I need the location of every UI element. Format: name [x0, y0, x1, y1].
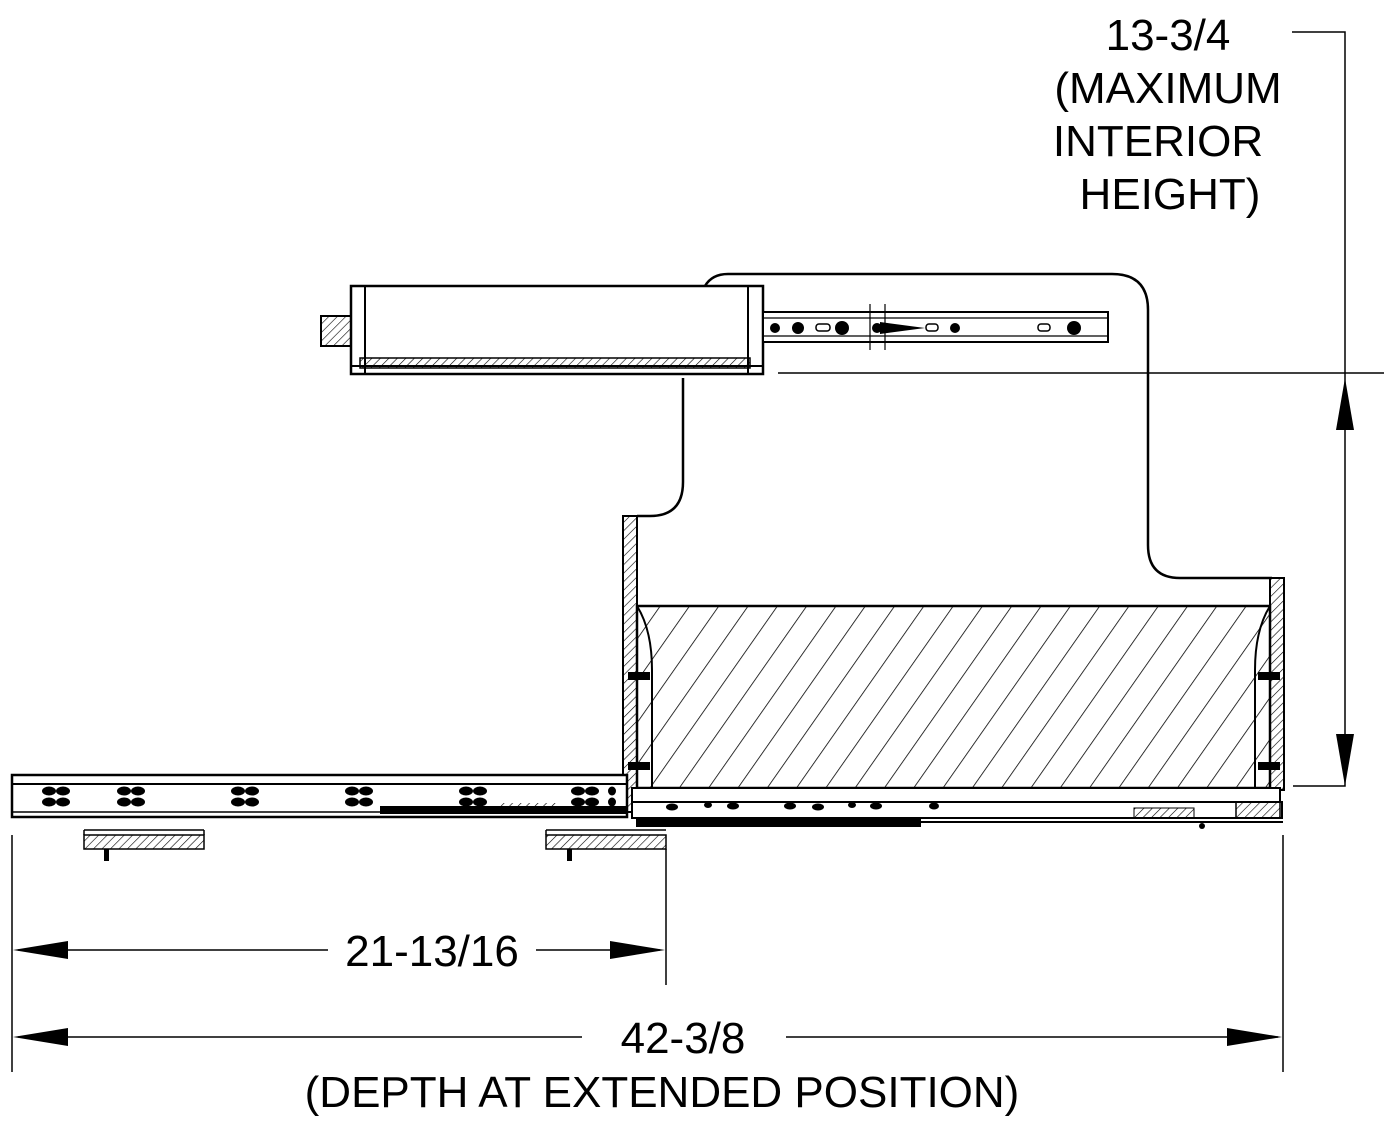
drawer-bottom — [359, 357, 751, 369]
base-slide-assembly — [10, 773, 667, 861]
height-extension-lines — [1292, 31, 1346, 787]
extended-depth-dimension: 42-3/8 (DEPTH AT EXTENDED POSITION) — [13, 835, 1284, 1117]
bearing-rollers — [42, 786, 616, 807]
mounting-block-left — [83, 834, 205, 850]
height-note-line1: (MAXIMUM — [1054, 64, 1281, 113]
upper-drawer — [320, 284, 765, 376]
height-dimension: 13-3/4 (MAXIMUM INTERIOR HEIGHT) — [778, 11, 1384, 787]
retracted-depth-dimension: 21-13/16 — [11, 835, 667, 1072]
lower-drawer-back — [1269, 577, 1285, 791]
drawer-contents-hatched — [635, 604, 1272, 790]
drawer-handle — [320, 315, 352, 347]
mounting-block-right — [545, 834, 667, 850]
lower-drawer — [622, 515, 1285, 829]
height-value: 13-3/4 — [1106, 11, 1231, 60]
upper-slide-rail — [762, 304, 1109, 350]
cabinet-outline — [637, 272, 1272, 580]
extended-depth-value: 42-3/8 — [621, 1014, 746, 1063]
height-note-line2: INTERIOR — [1053, 117, 1263, 166]
lower-drawer-bottom-tray — [631, 787, 1281, 803]
height-note-line3: HEIGHT) — [1080, 170, 1261, 219]
extended-depth-note: (DEPTH AT EXTENDED POSITION) — [305, 1068, 1020, 1117]
height-arrow-down — [1336, 734, 1354, 786]
height-arrow-up — [1336, 378, 1354, 430]
retracted-depth-value: 21-13/16 — [345, 927, 519, 976]
